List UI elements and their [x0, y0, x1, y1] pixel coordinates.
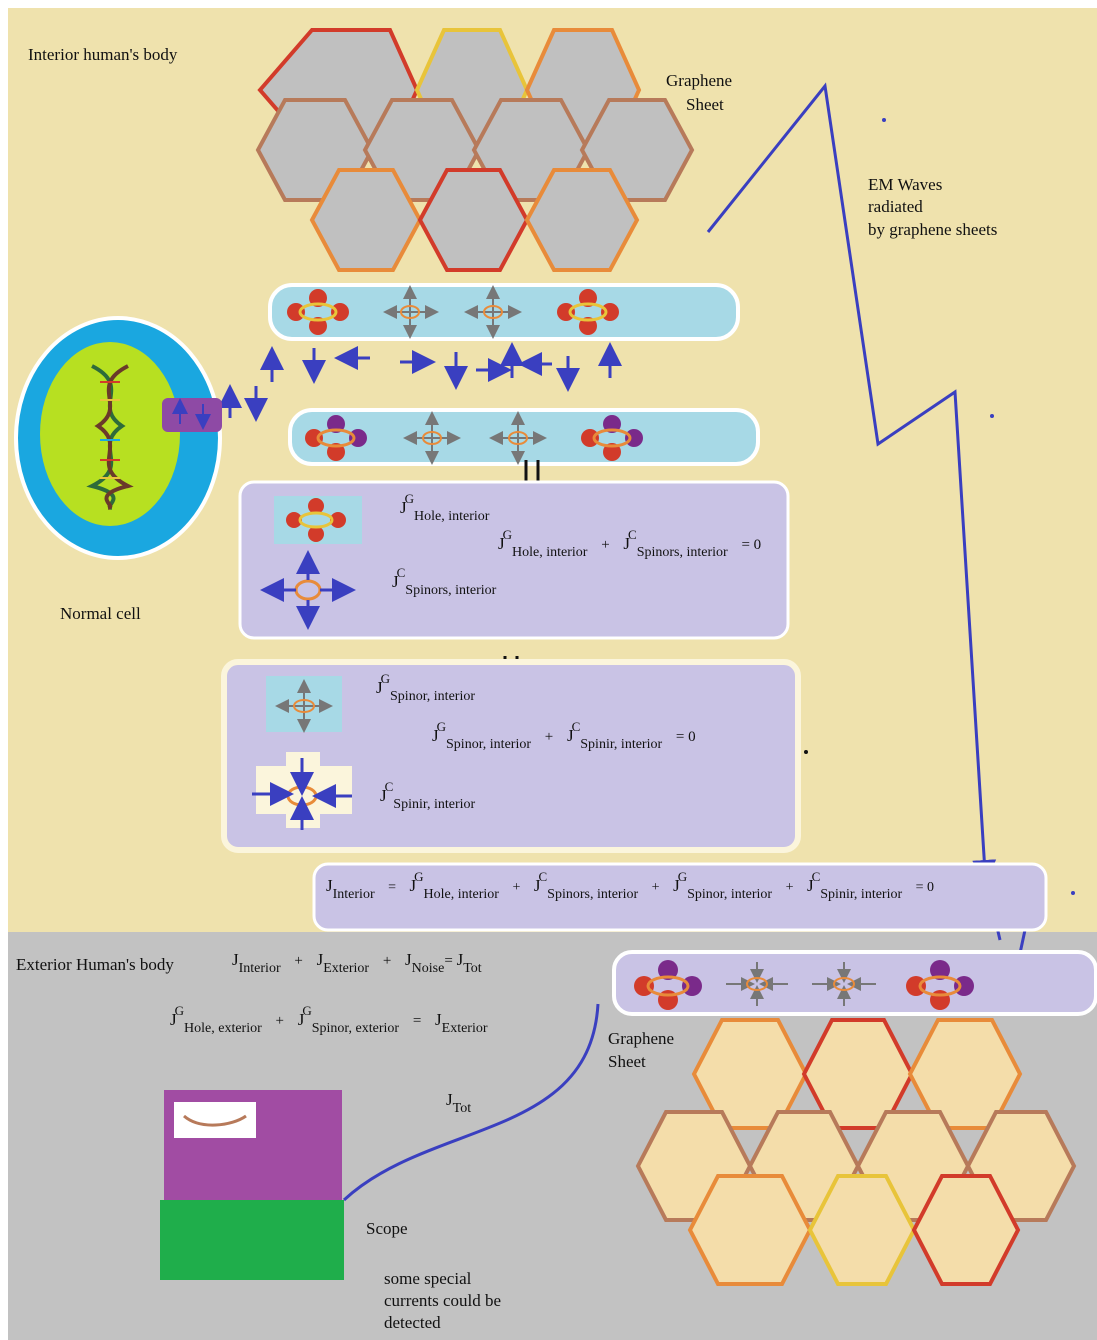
dot-marker: [804, 750, 808, 754]
em-waves-label-line1: EM Waves: [868, 175, 943, 194]
interior-region-label: Interior human's body: [28, 45, 178, 64]
special-currents-line1: some special: [384, 1269, 472, 1288]
current-arrows: [218, 342, 622, 422]
j-spinors-interior-term: JCSpinors, interior: [392, 565, 497, 598]
dot-marker: [882, 118, 886, 122]
graphene-sheet-top: [255, 28, 695, 272]
spinor-in-icon: [252, 752, 352, 830]
equation-box-3: [312, 862, 1048, 932]
spinor-cluster: [906, 960, 974, 1010]
signal-waveform-icon: [183, 1114, 247, 1127]
scope-label: Scope: [366, 1219, 408, 1238]
equation-box-2: [221, 659, 801, 853]
hole-cluster: [557, 289, 619, 335]
spinor-cross: [403, 411, 461, 465]
dna-helix-icon: [86, 364, 134, 510]
special-currents-line3: detected: [384, 1313, 441, 1332]
graphene-sheet-bottom: [635, 1018, 1077, 1286]
em-wave-line: [706, 82, 997, 884]
scope-display: [174, 1102, 256, 1138]
normal-cell: [14, 316, 222, 560]
j-hole-interior-term: JGHole, interior: [400, 491, 490, 524]
dot-marker: [990, 414, 994, 418]
j-spinir-c-interior-term: JCSpinir, interior: [380, 779, 476, 812]
spinor-cross: [489, 411, 547, 465]
spinor-cross-icon: [275, 679, 333, 733]
box1-equation: JGHole, interior + JCSpinors, interior =…: [498, 527, 762, 560]
dot-marker: [1071, 891, 1075, 895]
em-waves-label-line3: by graphene sheets: [868, 220, 998, 239]
normal-cell-label: Normal cell: [60, 604, 141, 623]
hole-cluster: [287, 289, 349, 335]
spinor-cluster: [634, 960, 702, 1010]
exterior-region-label: Exterior Human's body: [16, 955, 174, 974]
exterior-current-equation: JGHole, exterior + JGSpinor, exterior = …: [170, 1003, 488, 1036]
box2-equation: JGSpinor, interior + JCSpinir, interior …: [432, 719, 696, 752]
j-spinor-g-interior-term: JGSpinor, interior: [376, 671, 475, 704]
ion-channel: [162, 398, 222, 432]
current-balance-equation: JInterior + JExterior + JNoise= JTot: [232, 950, 482, 976]
spinor-converge: [726, 962, 788, 1006]
spinor-cluster: [305, 415, 367, 461]
spinor-converge: [812, 962, 876, 1006]
equation-box-1: [238, 480, 790, 640]
total-interior-equation: JInterior = JGHole, interior + JCSpinors…: [326, 869, 935, 902]
probe-cable: [342, 1003, 600, 1202]
graphene-bottom-label-line1: Graphene: [608, 1029, 675, 1048]
graphene-top-label-line1: Graphene: [666, 71, 733, 90]
special-currents-line2: currents could be: [384, 1291, 502, 1310]
graphene-bottom-label-line2: Sheet: [608, 1052, 646, 1071]
hole-cluster-icon: [286, 498, 346, 542]
scope-base: [160, 1200, 344, 1280]
em-waves-label-line2: radiated: [868, 197, 923, 216]
graphene-top-label-line2: Sheet: [686, 95, 724, 114]
j-total-label: JTot: [446, 1090, 472, 1116]
spinor-cross: [464, 285, 522, 339]
spinor-cross: [383, 285, 439, 339]
spinor-cluster: [581, 415, 643, 461]
spinor-out-icon: [260, 550, 356, 630]
